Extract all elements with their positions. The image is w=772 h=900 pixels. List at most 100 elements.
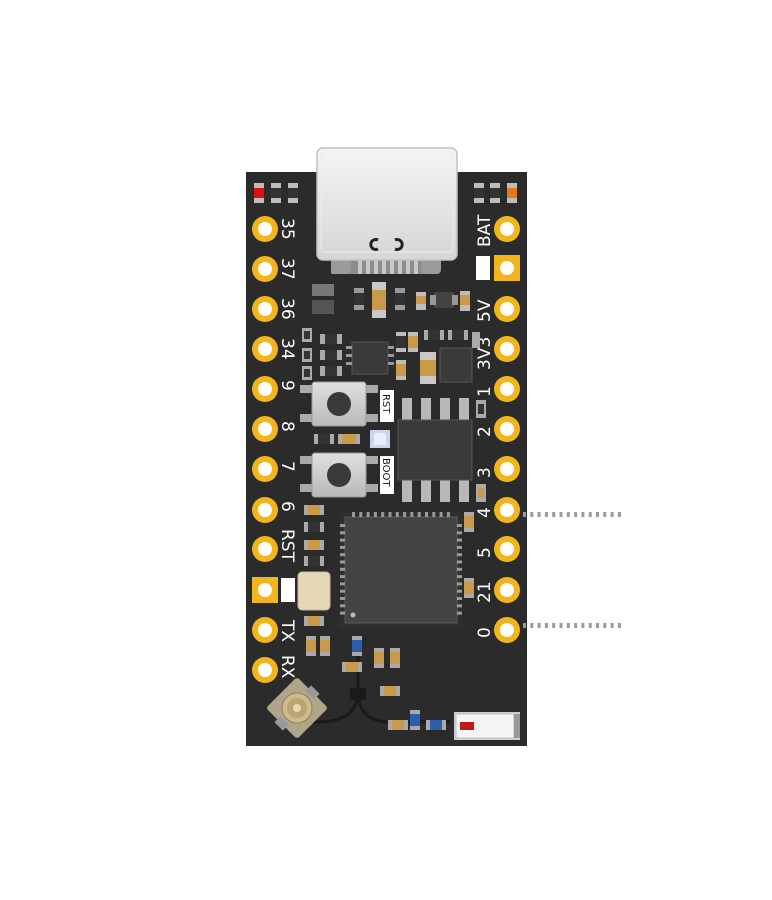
top-left-components [254, 183, 298, 203]
right-pin-pad [494, 456, 520, 482]
qfn-pin [588, 623, 592, 628]
qfn-pin [457, 597, 462, 600]
qfn-pin [457, 553, 462, 557]
reset-button-label: RST [380, 394, 391, 414]
ufl-antenna-connector-icon [267, 678, 327, 738]
qfn-pin [596, 623, 599, 628]
pin-label-left: 36 [277, 298, 297, 320]
silkscreen-mark [281, 578, 295, 602]
qfn-pin [340, 582, 345, 586]
pin-label-right: 2 [475, 426, 495, 437]
qfn-pin [457, 560, 462, 564]
qfn-pin [457, 589, 462, 593]
pin-label-right: 5V [475, 299, 495, 322]
qfn-pin [552, 512, 556, 517]
qfn-pin [581, 623, 585, 628]
left-pin-pad [252, 657, 278, 683]
left-pin-pad [252, 577, 278, 603]
qfn-pin [340, 575, 345, 579]
mid-passives [314, 430, 390, 448]
qfn-pin [457, 531, 462, 535]
qfn-pin [340, 560, 345, 564]
left-pin-pad [252, 416, 278, 442]
right-pin-header [476, 216, 520, 643]
reset-button[interactable] [300, 381, 378, 427]
left-pin-pad [252, 617, 278, 643]
pin-label-right: BAT [475, 214, 495, 247]
left-pin-labels: 35 37 36 34 9 8 7 6 RST TX RX [277, 218, 297, 679]
qfn-pin [537, 512, 541, 517]
qfn-pin [523, 512, 526, 517]
boot-label: BOOT [380, 456, 394, 494]
pin-label-right: 21 [475, 581, 495, 603]
qfn-pin [340, 524, 345, 527]
usb-c-connector-icon [316, 147, 458, 274]
pin-label-left: TX [277, 619, 297, 642]
right-pin-pad [494, 255, 520, 281]
right-pin-pad [494, 376, 520, 402]
left-passives [302, 328, 342, 380]
right-pin-pad [494, 536, 520, 562]
boot-button[interactable] [300, 452, 378, 498]
left-pin-pad [252, 536, 278, 562]
qfn-pin [530, 623, 534, 628]
right-mcu-passives [464, 512, 474, 598]
qfn-pin [457, 575, 462, 579]
qfn-pin [340, 567, 345, 571]
qfn-pin [559, 623, 563, 628]
qfn-pin [457, 582, 462, 586]
qfn-pin [544, 512, 548, 517]
pin-label-left: 37 [277, 258, 297, 280]
pin-label-left: RST [277, 529, 297, 563]
left-pin-pad [252, 336, 278, 362]
qfn-pin [340, 538, 345, 542]
qfn-pin [544, 623, 548, 628]
pin-label-left: 35 [277, 218, 297, 240]
qfn-pin [566, 623, 570, 628]
boot-button-label: BOOT [380, 458, 391, 487]
qfn-pin [457, 604, 462, 608]
qfn-pin [566, 512, 570, 517]
qfn-pin [574, 623, 578, 628]
pin-label-left: 9 [277, 380, 297, 391]
qfn-pin [610, 512, 614, 517]
qfn-pin [574, 512, 578, 517]
flash-chip [397, 398, 486, 502]
right-pin-pad [494, 296, 520, 322]
qfn-pin [588, 512, 592, 517]
qfn-pin [617, 512, 621, 517]
qfn-pin [457, 611, 462, 615]
power-switch-icon[interactable] [454, 712, 520, 740]
qfn-pin [596, 512, 599, 517]
pin-label-right: 4 [475, 507, 495, 518]
qfn-pin [610, 623, 614, 628]
pin-label-right: 0 [475, 627, 495, 638]
qfn-pin [603, 623, 607, 628]
left-pin-pad [252, 296, 278, 322]
right-pin-pad [494, 577, 520, 603]
left-pin-header [252, 216, 295, 683]
qfn-pin [340, 531, 345, 535]
pin-label-left: 34 [277, 338, 297, 360]
qfn-pin [457, 524, 462, 527]
qfn-pin [552, 623, 556, 628]
qfn-pin [340, 589, 345, 593]
pin-label-left: 6 [277, 501, 297, 512]
qfn-pin [457, 538, 462, 542]
qfn-pin [340, 545, 345, 549]
qfn-pin [603, 512, 607, 517]
left-pin-pad [252, 376, 278, 402]
power-components [312, 282, 470, 318]
left-mcu-passives [297, 505, 331, 656]
regulator-components [396, 330, 480, 384]
right-pin-pad [494, 216, 520, 242]
qfn-pin [340, 553, 345, 557]
qfn-pin [537, 623, 541, 628]
right-pin-pad [494, 617, 520, 643]
reset-label: RST [380, 390, 394, 422]
rf-section [300, 636, 450, 730]
left-pin-pad [252, 497, 278, 523]
small-ic [346, 341, 394, 375]
silkscreen-mark [476, 256, 490, 280]
